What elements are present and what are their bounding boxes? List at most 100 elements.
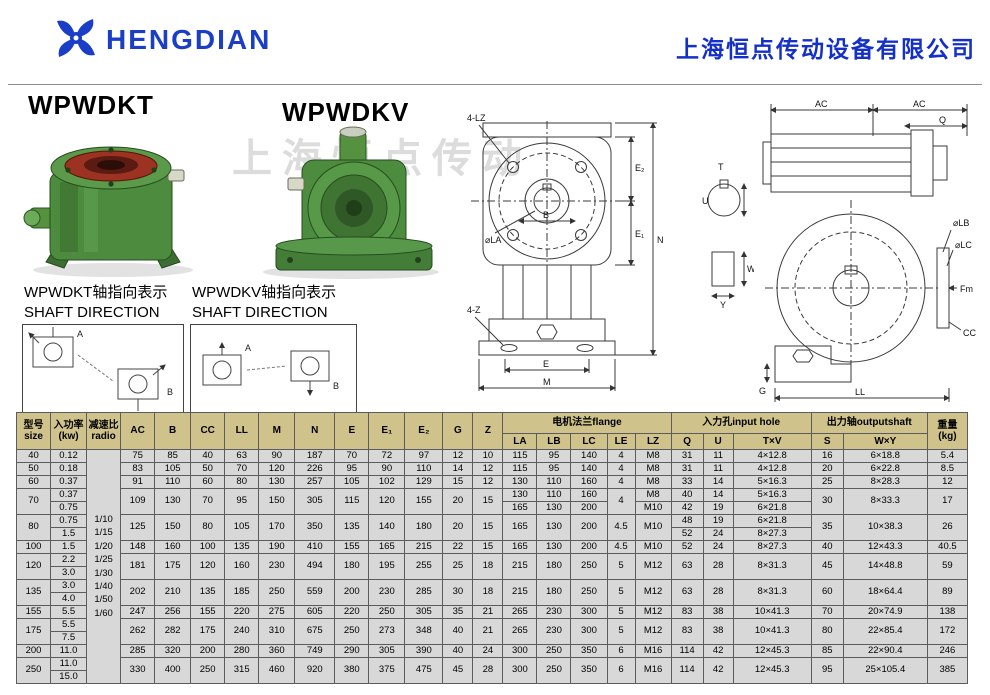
spec-cell: 10 <box>472 449 504 463</box>
spec-cell: 50 <box>190 462 226 476</box>
spec-cell: 110 <box>404 462 444 476</box>
dim-lb: ⌀LB <box>953 218 969 228</box>
spec-cell: 95 <box>810 657 844 684</box>
spec-cell: 26 <box>926 514 969 541</box>
spec-cell: 250 <box>258 579 296 606</box>
spec-cell: 19 <box>702 501 734 515</box>
spec-header-cell: 重量 (kg) <box>926 412 969 450</box>
spec-cell: 300 <box>502 644 538 658</box>
spec-cell: 80 <box>810 618 844 645</box>
spec-cell: 22×85.4 <box>842 618 928 645</box>
spec-cell: 185 <box>224 579 260 606</box>
spec-cell: 140 <box>570 462 608 476</box>
spec-cell: 390 <box>404 644 444 658</box>
spec-cell: 45 <box>810 553 844 580</box>
spec-cell: 25 <box>810 475 844 489</box>
mark-b: B <box>333 381 339 391</box>
spec-header-cell: S <box>810 433 844 450</box>
spec-cell: 85 <box>154 449 192 463</box>
spec-cell: 15 <box>442 475 474 489</box>
spec-header-cell: 减速比 radio <box>86 412 122 450</box>
spec-cell: 12×45.3 <box>732 644 812 658</box>
spec-cell: 21 <box>472 618 504 645</box>
spec-cell: 28 <box>702 553 734 580</box>
spec-cell: 282 <box>154 618 192 645</box>
spec-cell: 165 <box>368 540 406 554</box>
spec-cell: M10 <box>634 501 672 515</box>
spec-cell: 63 <box>670 553 704 580</box>
spec-cell: 83 <box>670 618 704 645</box>
dim-4lz: 4-LZ <box>467 113 486 123</box>
spec-cell: 14 <box>702 475 734 489</box>
dim-e1: E₁ <box>635 229 644 239</box>
spec-cell: 0.37 <box>50 475 88 489</box>
spec-cell: 200 <box>190 644 226 658</box>
model-title-wpwdkv: WPWDKV <box>282 97 410 127</box>
spec-cell: 10×38.3 <box>842 514 928 541</box>
spec-cell: 0.18 <box>50 462 88 476</box>
spec-header-cell: E₁ <box>368 412 406 450</box>
spec-cell: 4.5 <box>606 540 636 554</box>
spec-cell: 160 <box>224 553 260 580</box>
spec-cell: 12 <box>442 449 474 463</box>
spec-cell: 12 <box>926 475 969 489</box>
spec-cell: 42 <box>670 501 704 515</box>
spec-cell: 40 <box>442 644 474 658</box>
spec-cell: 246 <box>926 644 969 658</box>
spec-header-cell: B <box>154 412 192 450</box>
spec-cell: 130 <box>502 488 538 502</box>
spec-cell: 16 <box>810 449 844 463</box>
spec-cell: 22 <box>442 540 474 554</box>
spec-cell: 475 <box>404 657 444 684</box>
spec-cell: 90 <box>368 462 406 476</box>
spec-cell: 410 <box>294 540 336 554</box>
spec-cell: 920 <box>294 657 336 684</box>
spec-cell: 255 <box>404 553 444 580</box>
spec-cell: 52 <box>670 540 704 554</box>
dim-e2: E₂ <box>635 163 645 173</box>
spec-header-cell: E <box>334 412 370 450</box>
spec-cell: 24 <box>702 527 734 541</box>
spec-cell: 350 <box>294 514 336 541</box>
spec-cell: 40 <box>442 618 474 645</box>
dim-cc: CC <box>963 328 976 338</box>
dim-y: Y <box>720 300 726 310</box>
spec-cell: 150 <box>154 514 192 541</box>
spec-cell: 385 <box>926 657 969 684</box>
spec-cell: 110 <box>154 475 192 489</box>
spec-cell: 273 <box>368 618 406 645</box>
spec-cell: M8 <box>634 462 672 476</box>
shaft-direction-label-wpwdkv: WPWDKV轴指向表示 SHAFT DIRECTION <box>192 283 336 322</box>
company-name: 上海恒点传动设备有限公司 <box>676 37 976 62</box>
spec-cell: 11 <box>702 462 734 476</box>
spec-cell: 24 <box>472 644 504 658</box>
spec-cell: 25 <box>442 553 474 580</box>
spec-cell: 31 <box>670 462 704 476</box>
spec-cell: 180 <box>536 553 572 580</box>
dim-la: ⌀LA <box>485 235 501 245</box>
spec-cell: 6 <box>606 644 636 658</box>
spec-cell: 15 <box>472 514 504 541</box>
spec-header-cell: W×Y <box>842 433 928 450</box>
spec-cell: 494 <box>294 553 336 580</box>
spec-cell: 95 <box>224 488 260 515</box>
spec-cell: 380 <box>334 657 370 684</box>
spec-header-cell: T×V <box>732 433 812 450</box>
spec-row: 15.0 <box>17 670 968 684</box>
spec-cell: 120 <box>190 553 226 580</box>
spec-cell: 5.4 <box>926 449 969 463</box>
direction-sketch-icon: A B <box>28 327 173 411</box>
spec-cell: 125 <box>120 514 156 541</box>
spec-cell: 8×28.3 <box>842 475 928 489</box>
spec-cell: 180 <box>536 579 572 606</box>
spec-cell: 115 <box>502 462 538 476</box>
spec-cell: 48 <box>670 514 704 528</box>
spec-cell: 1/10 1/15 1/20 1/25 1/30 1/40 1/50 1/60 <box>86 449 122 684</box>
spec-cell: 42 <box>702 657 734 684</box>
spec-cell: 70 <box>334 449 370 463</box>
spec-cell: 200 <box>570 540 608 554</box>
